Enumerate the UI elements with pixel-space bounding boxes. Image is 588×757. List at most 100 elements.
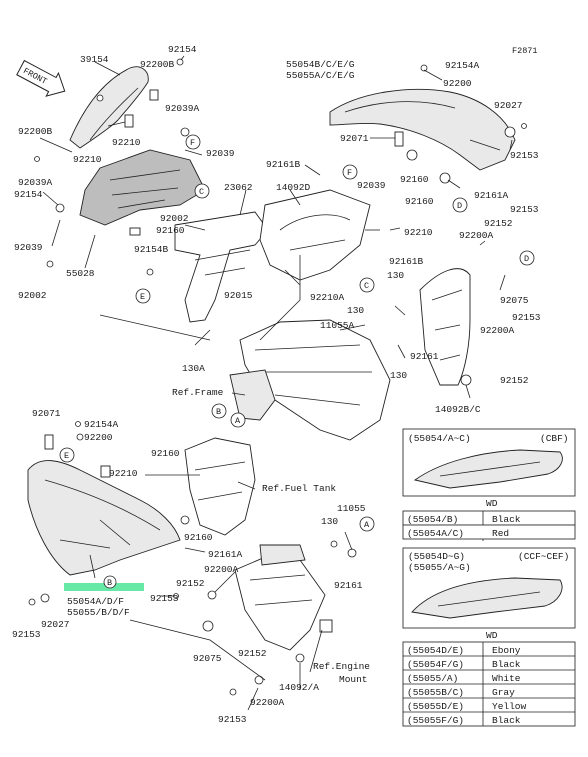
label-92200a-bottom2: 92200A [250, 697, 285, 708]
callout-a-bottom: A [359, 516, 375, 532]
table2-row4-part: (55055B/C) [407, 687, 464, 698]
label-92153-bottom: 92153 [150, 593, 179, 604]
label-92161a-bottom: 92161A [208, 549, 243, 560]
table2-row6-color: Black [492, 715, 521, 726]
table2-header-right: (CCF~CEF) [518, 551, 569, 562]
label-130-b: 130 [347, 305, 364, 316]
label-92039-right: 92039 [357, 180, 386, 191]
label-92200: 92200 [443, 78, 472, 89]
callout-b-top: B [211, 403, 227, 419]
svg-text:E: E [64, 451, 69, 461]
label-92160-d: 92160 [151, 448, 180, 459]
lower-inner-panel [259, 544, 306, 566]
label-92071: 92071 [340, 133, 369, 144]
table1-row2-part: (55054A/C) [407, 528, 464, 539]
label-92154: 92154 [168, 44, 197, 55]
label-92153-bottom2: 92153 [218, 714, 247, 725]
label-92161b-top: 92161B [266, 159, 301, 170]
label-92153-bottom-left: 92153 [12, 629, 41, 640]
label-92160-a: 92160 [156, 225, 185, 236]
table2-row4-color: Gray [492, 687, 515, 698]
color-table-ccf-cef: (55054D~G) (55055/A~G) (CCF~CEF) WD (550… [402, 547, 576, 727]
figure-id: F2871 [512, 46, 538, 56]
label-92039a: 92039A [165, 103, 200, 114]
table2-header-left2: (55055/A~G) [408, 562, 471, 573]
label-92210a: 92210A [310, 292, 345, 303]
callout-d-1: D [452, 197, 468, 213]
label-92210-a: 92210 [112, 137, 141, 148]
label-92071-left: 92071 [32, 408, 61, 419]
label-92002-a: 92002 [160, 213, 189, 224]
table1-row1-color: Black [492, 514, 521, 525]
label-92075: 92075 [500, 295, 529, 306]
callout-d-2: D [519, 250, 535, 266]
table1-row2-color: Red [492, 528, 509, 539]
label-92161-bottom: 92161 [334, 580, 363, 591]
label-92154a-left: 92154A [84, 419, 119, 430]
label-130-a: 130 [387, 270, 404, 281]
label-92153: 92153 [510, 150, 539, 161]
label-92154a: 92154A [445, 60, 480, 71]
label-92039-left: 92039 [14, 242, 43, 253]
label-11055a: 11055A [320, 320, 355, 331]
label-11055: 11055 [337, 503, 366, 514]
label-23062: 23062 [224, 182, 253, 193]
svg-text:C: C [364, 281, 369, 291]
svg-text:B: B [216, 407, 221, 417]
svg-text:F: F [347, 168, 352, 178]
label-55055aceg: 55055A/C/E/G [286, 70, 355, 81]
label-92200a-bottom: 92200A [204, 564, 239, 575]
label-55054bceg: 55054B/C/E/G [286, 59, 355, 70]
meter-cover [259, 189, 371, 281]
label-mount: Mount [339, 674, 368, 685]
svg-text:A: A [235, 416, 241, 426]
label-55055bdf: 55055/B/D/F [67, 607, 130, 618]
callout-f-2: F [342, 164, 358, 180]
svg-text:B: B [107, 578, 112, 588]
front-arrow-icon: FRONT [16, 59, 66, 97]
label-92002-b: 92002 [18, 290, 47, 301]
svg-text:D: D [524, 254, 529, 264]
table1-header-left: (55054/A~C) [408, 433, 471, 444]
label-39154: 39154 [80, 54, 109, 65]
label-92200a-right: 92200A [480, 325, 515, 336]
svg-text:F: F [190, 138, 195, 148]
label-92210-right: 92210 [404, 227, 433, 238]
label-92039a-left: 92039A [18, 177, 53, 188]
label-92152-bottom: 92152 [176, 578, 205, 589]
callout-c-1: C [194, 183, 210, 199]
callout-c-2: C [359, 277, 375, 293]
callout-e-1: E [135, 288, 151, 304]
label-ref-engine: Ref.Engine [313, 661, 370, 672]
leader-lines [39, 55, 513, 711]
label-92200a: 92200A [459, 230, 494, 241]
label-14092bc: 14092B/C [435, 404, 481, 415]
label-55028: 55028 [66, 268, 95, 279]
right-inner-cowl [419, 268, 471, 386]
label-92154b: 92154B [134, 244, 169, 255]
table2-row6-part: (55055F/G) [407, 715, 464, 726]
table2-row5-color: Yellow [492, 701, 527, 712]
label-130-c: 130 [390, 370, 407, 381]
label-92161b: 92161B [389, 256, 424, 267]
table2-cowl-icon [411, 577, 563, 619]
table1-wd: WD [486, 498, 498, 509]
label-14092a: 14092/A [279, 682, 319, 693]
label-92160-e: 92160 [184, 532, 213, 543]
table2-row3-color: White [492, 673, 521, 684]
highlight-mark [64, 583, 144, 591]
table2-row1-color: Ebony [492, 645, 521, 656]
label-92153-right: 92153 [510, 204, 539, 215]
part-labels: 39154 92154 92200B 92039A 92200B 92210 9… [12, 44, 541, 725]
table2-header-left1: (55054D~G) [408, 551, 465, 562]
label-ref-frame: Ref.Frame [172, 387, 224, 398]
label-92015: 92015 [224, 290, 253, 301]
label-92154-left: 92154 [14, 189, 43, 200]
table1-row1-part: (55054/B) [407, 514, 458, 525]
label-14092d: 14092D [276, 182, 311, 193]
label-92200b: 92200B [140, 59, 175, 70]
svg-text:C: C [199, 187, 204, 197]
table2-wd: WD [486, 630, 498, 641]
table2-row1-part: (55054D/E) [407, 645, 464, 656]
